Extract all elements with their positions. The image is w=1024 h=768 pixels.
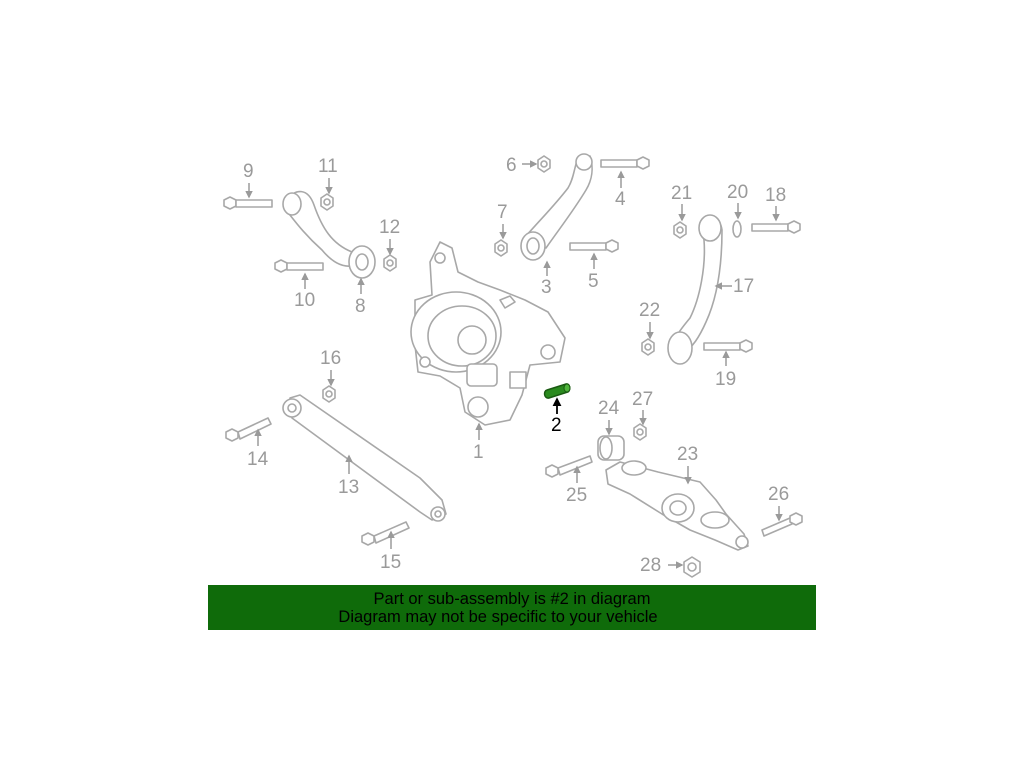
callout-20: 20 <box>727 182 749 203</box>
callout-11: 11 <box>318 156 338 177</box>
callout-9: 9 <box>243 161 254 182</box>
callout-12: 12 <box>379 217 401 238</box>
callout-10: 10 <box>294 290 316 311</box>
callout-7: 7 <box>497 202 508 223</box>
banner-line-disclaimer: Diagram may not be specific to your vehi… <box>338 608 658 626</box>
part-15-bolt <box>361 521 410 546</box>
part-11-nut <box>320 193 334 211</box>
callout-13: 13 <box>338 477 360 498</box>
part-6-nut <box>537 155 551 173</box>
callout-8: 8 <box>355 296 366 317</box>
callout-2: 2 <box>551 415 562 436</box>
part-13-lateral-link <box>282 394 447 522</box>
part-9-bolt <box>223 196 273 210</box>
callout-21: 21 <box>671 183 693 204</box>
part-24-bushing <box>597 435 625 461</box>
info-banner: Part or sub-assembly is #2 in diagram Di… <box>208 585 816 630</box>
part-1-knuckle <box>410 241 566 426</box>
part-5-bolt <box>569 239 619 253</box>
callout-28: 28 <box>640 555 662 576</box>
callout-19: 19 <box>715 369 737 390</box>
callout-24: 24 <box>598 398 620 419</box>
callout-17: 17 <box>733 276 755 297</box>
callout-18: 18 <box>765 185 787 206</box>
part-12-nut <box>383 254 397 272</box>
part-28-nut <box>683 556 701 578</box>
callout-25: 25 <box>566 485 588 506</box>
part-22-nut <box>641 338 655 356</box>
part-7-nut <box>494 239 508 257</box>
part-10-bolt <box>274 259 324 273</box>
banner-line-part-number: Part or sub-assembly is #2 in diagram <box>373 590 651 608</box>
part-14-bolt <box>225 417 272 442</box>
part-20-washer <box>732 220 742 238</box>
part-21-nut <box>673 221 687 239</box>
callout-3: 3 <box>541 277 552 298</box>
part-19-bolt <box>703 339 753 353</box>
callout-4: 4 <box>615 189 626 210</box>
callout-26: 26 <box>768 484 790 505</box>
part-23-lower-arm <box>605 460 749 551</box>
callout-22: 22 <box>639 300 661 321</box>
callout-5: 5 <box>588 271 599 292</box>
callout-1: 1 <box>473 442 484 463</box>
part-18-bolt <box>751 220 801 234</box>
part-26-bolt <box>761 512 803 537</box>
callout-15: 15 <box>380 552 402 573</box>
part-4-bolt <box>600 156 650 170</box>
callout-16: 16 <box>320 348 342 369</box>
callout-6: 6 <box>506 155 517 176</box>
part-16-nut <box>322 385 336 403</box>
callout-27: 27 <box>632 389 654 410</box>
callout-14: 14 <box>247 449 269 470</box>
part-2-highlighted-pin <box>543 383 571 399</box>
part-3-upper-arm <box>520 153 593 261</box>
part-27-nut <box>633 423 647 441</box>
callout-23: 23 <box>677 444 699 465</box>
part-25-bolt <box>545 455 593 478</box>
part-17-arm <box>667 214 723 365</box>
